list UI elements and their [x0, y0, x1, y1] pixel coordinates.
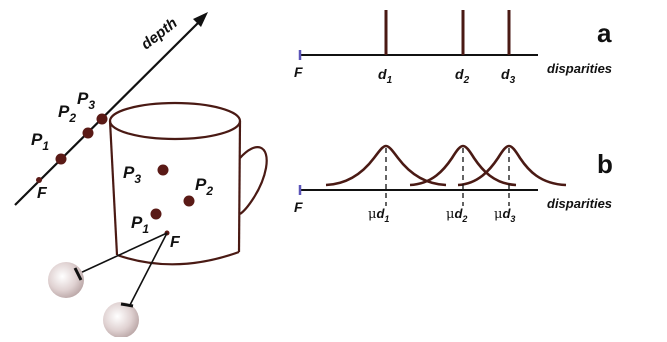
mug-handle: [239, 146, 268, 215]
left-eye: [48, 262, 84, 298]
panel-b-letter: b: [597, 149, 613, 179]
panel-a: F d1 d2 d3 disparities a: [294, 10, 612, 86]
mug-point-label-p1: P1: [131, 213, 149, 236]
panel-a-tick-d3: d3: [501, 66, 516, 86]
mug-point-p2: [183, 195, 195, 207]
right-eye-sight-line: [129, 232, 168, 306]
panel-b-curve-d3: [457, 144, 567, 187]
depth-axis-line: [14, 17, 204, 206]
depth-point-p3: [96, 113, 108, 125]
depth-point-label-f: F: [37, 185, 48, 202]
depth-axis: depth: [14, 12, 208, 206]
left-eye-sight-line: [77, 232, 168, 275]
right-eye: [103, 302, 139, 338]
left-eye-pupil: [73, 267, 83, 281]
depth-points: P1 P2 P3 F: [31, 89, 108, 202]
mug-left-side: [108, 120, 119, 256]
panel-b-tick-d2: μd2: [446, 206, 467, 224]
panel-a-origin-label: F: [294, 64, 303, 80]
panel-a-tick-d2: d2: [455, 66, 470, 86]
panel-b-tick-d3: μd3: [494, 206, 515, 224]
depth-point-label-p3: P3: [77, 89, 95, 112]
mug-point-label-p2: P2: [195, 175, 213, 198]
depth-point-label-p2: P2: [58, 102, 76, 125]
depth-point-f: [36, 177, 42, 183]
depth-point-label-p1: P1: [31, 130, 49, 153]
panel-b-curve-d2: [409, 144, 517, 187]
panel-a-axis-label: disparities: [547, 61, 612, 76]
panel-b-curve-d1: [325, 144, 447, 187]
depth-point-p1: [55, 153, 67, 165]
mug-point-p1: [150, 208, 162, 220]
mug: [108, 101, 268, 266]
panel-b-tick-d1: μd1: [368, 206, 389, 224]
right-eye-pupil: [120, 302, 134, 308]
mug-point-p3: [157, 164, 169, 176]
mug-point-label-p3: P3: [123, 163, 141, 186]
panel-a-letter: a: [597, 18, 612, 48]
panel-b: F μd1 μd2 μd3 disparities b: [294, 144, 613, 224]
mug-rim: [108, 101, 242, 141]
mug-bottom: [116, 250, 240, 266]
panel-b-origin-label: F: [294, 199, 303, 215]
panel-a-tick-d1: d1: [378, 66, 393, 86]
depth-point-p2: [82, 127, 94, 139]
panel-b-axis-label: disparities: [547, 196, 612, 211]
depth-arrowhead: [193, 12, 208, 27]
mug-points: P3 P2 P1 F: [123, 163, 213, 251]
mug-right-side: [237, 120, 242, 253]
mug-point-label-f: F: [170, 234, 181, 251]
eyes: [48, 232, 168, 338]
